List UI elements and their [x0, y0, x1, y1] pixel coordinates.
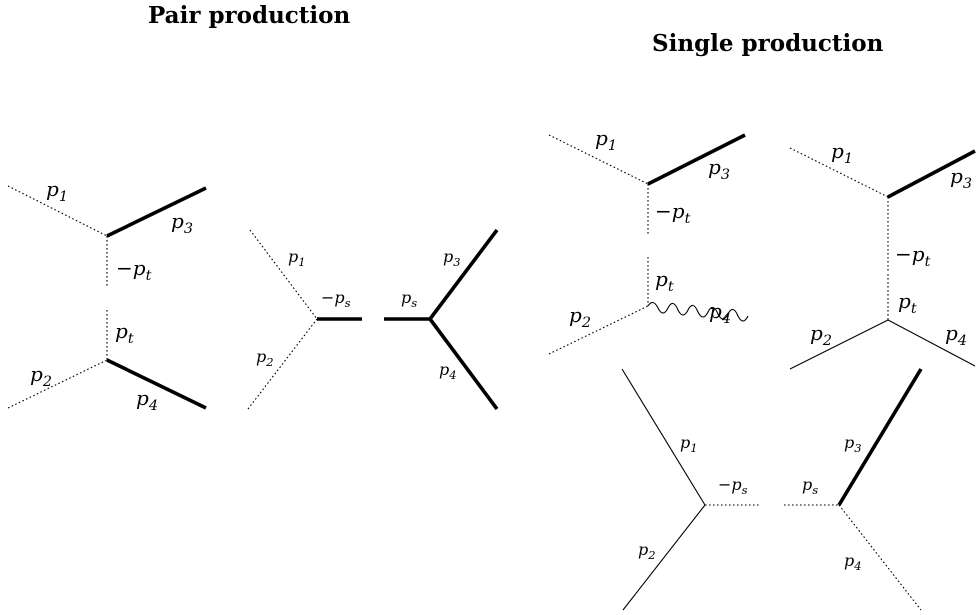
pair-s-p1-label: p1 — [288, 247, 306, 269]
single-tp-pt-label: pt — [655, 267, 674, 295]
pair-t-p2-label: p2 — [30, 362, 52, 390]
single-tp-p3-label: p3 — [708, 155, 730, 183]
single-tf-p2-line — [789, 319, 889, 370]
pair-s-p1-line — [249, 229, 318, 320]
pair-t-p1-label: p1 — [46, 177, 68, 205]
pair-s-p3-line — [428, 228, 499, 321]
single-tf-p3-line — [887, 149, 976, 199]
single-s-p4-label: p4 — [844, 551, 862, 573]
single-tf-p4-label: p4 — [945, 321, 967, 349]
single-tp-p4-label: p4 — [709, 299, 731, 327]
single-tf-p4-line — [887, 319, 976, 367]
pair-t-pt-label: pt — [115, 319, 134, 347]
pair-t-p4-label: p4 — [136, 386, 158, 414]
single-s-p2-label: p2 — [638, 540, 656, 562]
pair-t-minus-pt-label: −pt — [116, 256, 152, 284]
pair-s-channel-diagram: p1 p2 −ps ps p3 p4 — [247, 228, 499, 411]
pair-s-p2-label: p2 — [256, 347, 274, 369]
pair-t-p1-line — [7, 185, 108, 237]
single-s-p3-label: p3 — [844, 433, 862, 455]
single-tf-pt-label: pt — [898, 289, 917, 317]
single-s-minus-ps-label: −ps — [718, 475, 748, 497]
single-tp-p2-label: p2 — [569, 303, 591, 331]
pair-production-title: Pair production — [148, 2, 351, 29]
single-tp-p3-line — [647, 133, 746, 186]
pair-s-minus-ps-label: −ps — [321, 288, 351, 310]
single-tp-minus-pt-label: −pt — [655, 199, 691, 227]
pair-s-p4-label: p4 — [439, 360, 457, 382]
single-t-fermion-diagram: p1 p3 −pt pt p2 p4 — [789, 139, 976, 370]
single-s-p1-label: p1 — [680, 433, 698, 455]
single-tp-p2-line — [548, 305, 649, 355]
single-s-p1-line — [621, 368, 706, 506]
single-s-p2-line — [622, 504, 706, 611]
pair-s-p3-label: p3 — [443, 247, 461, 269]
pair-s-ps-label: ps — [401, 288, 417, 310]
single-tp-p1-label: p1 — [595, 126, 617, 154]
pair-t-p3-label: p3 — [171, 209, 193, 237]
single-s-p3-line — [837, 368, 923, 506]
pair-s-p2-line — [247, 318, 318, 410]
single-production-title: Single production — [652, 30, 884, 57]
single-tp-p1-line — [548, 134, 649, 185]
pair-t-p4-line — [106, 358, 207, 410]
single-s-channel-diagram: p1 p2 −ps ps p3 p4 — [621, 368, 923, 611]
pair-s-p4-line — [428, 317, 499, 411]
single-t-photon-diagram: p1 p3 −pt pt p2 p4 — [548, 126, 749, 355]
pair-t-channel-diagram: p1 p3 −pt pt p2 p4 — [7, 177, 207, 414]
single-s-ps-label: ps — [802, 475, 818, 497]
single-tp-photon-line — [647, 301, 749, 322]
single-tf-p3-label: p3 — [950, 164, 972, 192]
single-tf-p2-label: p2 — [810, 321, 832, 349]
pair-t-p3-line — [106, 186, 207, 238]
single-tf-minus-pt-label: −pt — [895, 242, 931, 270]
single-tf-p1-label: p1 — [831, 139, 853, 167]
pair-t-p2-line — [7, 359, 108, 409]
